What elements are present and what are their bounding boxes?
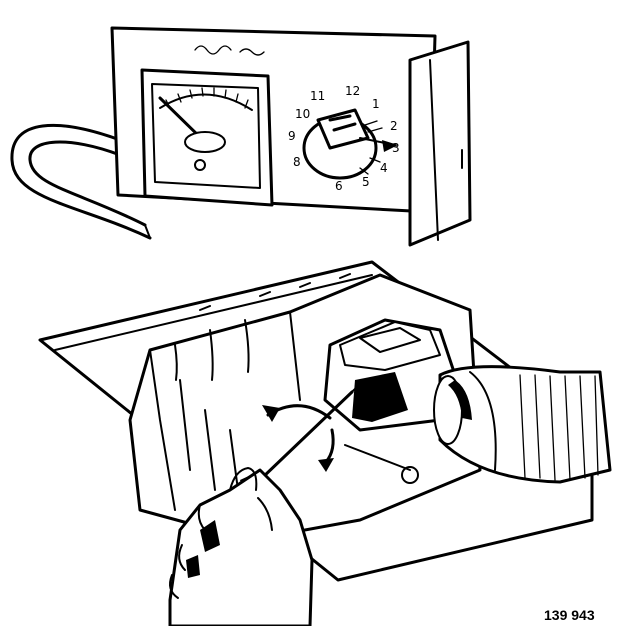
dial-number: 2 [390, 119, 398, 133]
engine-assembly [38, 260, 612, 582]
rotation-arrows [262, 404, 335, 472]
dial-number: 11 [310, 89, 325, 103]
hand-icon [168, 467, 314, 628]
dial-number: 5 [362, 175, 370, 189]
dial-number: 9 [288, 129, 296, 143]
dial-number: 8 [293, 155, 301, 169]
figure-number: 139 943 [544, 607, 595, 623]
dial-scale: 11 12 1 2 3 4 5 6 8 9 10 [288, 84, 400, 193]
dial-number: 12 [345, 84, 360, 98]
multimeter-icon [10, 26, 472, 247]
dial-number: 4 [380, 161, 388, 175]
dial-number: 3 [392, 141, 400, 155]
dial-number: 10 [295, 107, 310, 121]
dial-number: 1 [372, 97, 380, 111]
dial-number: 6 [335, 179, 343, 193]
